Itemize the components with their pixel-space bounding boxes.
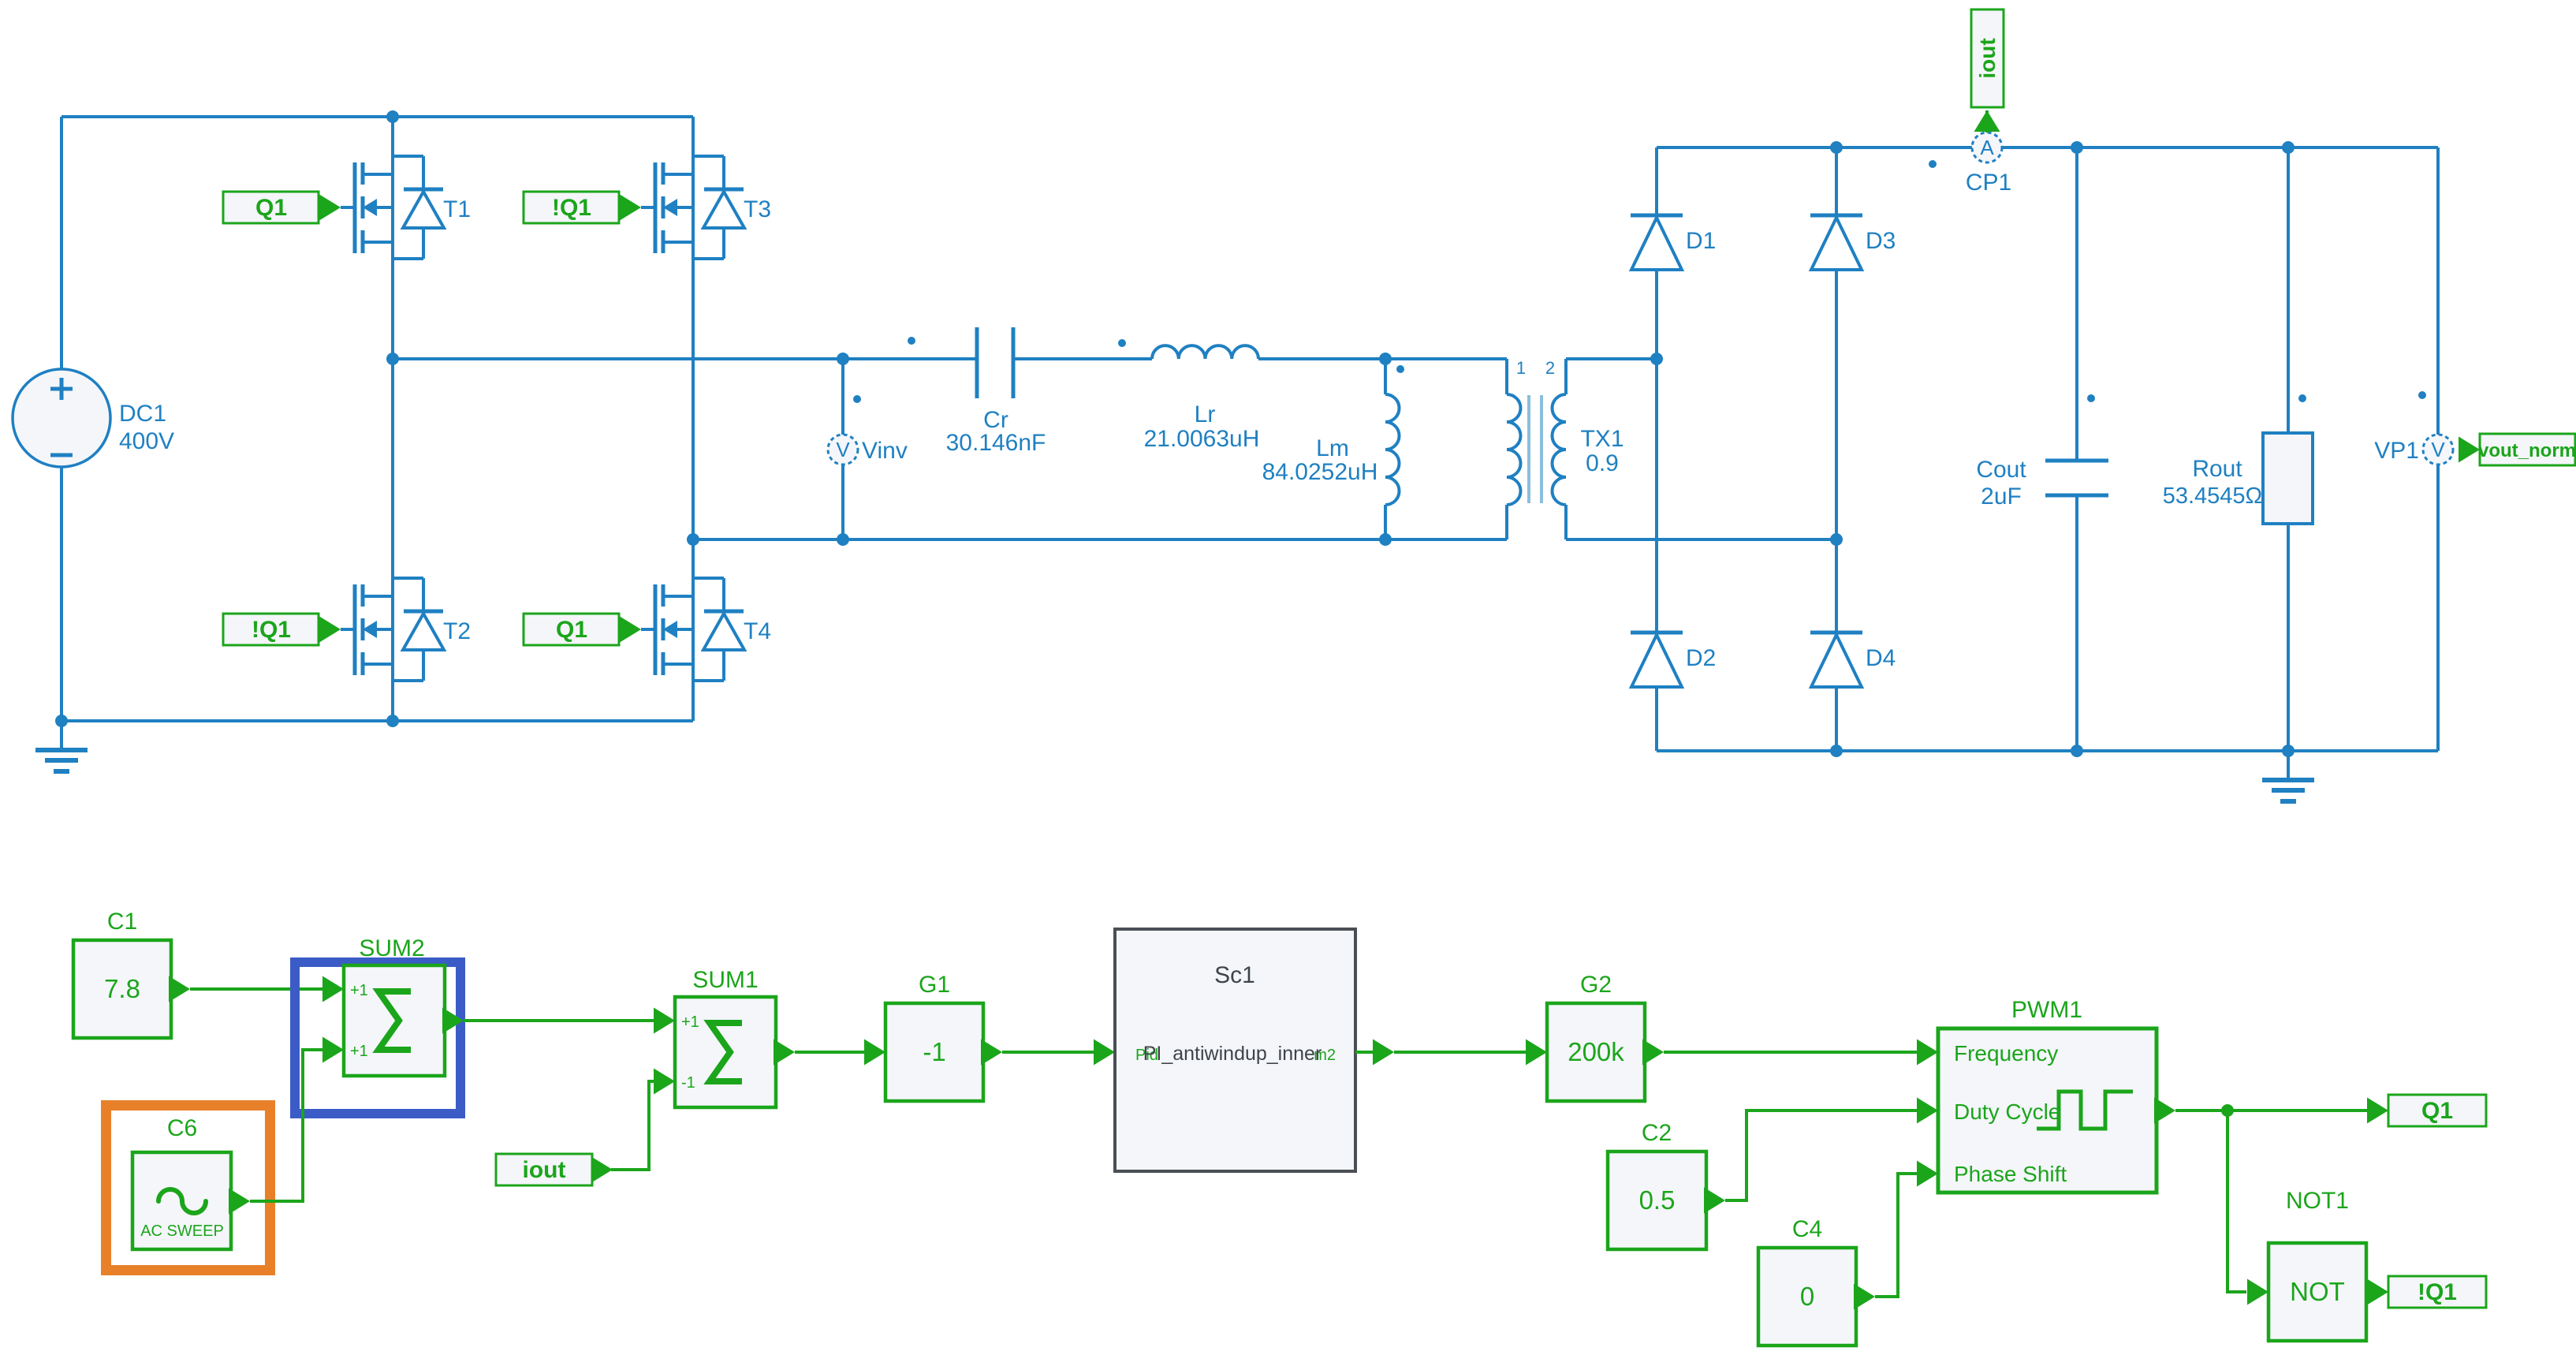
svg-text:TX1: TX1 bbox=[1580, 426, 1624, 452]
svg-text:Q1: Q1 bbox=[2421, 1098, 2453, 1124]
svg-text:G2: G2 bbox=[1580, 972, 1612, 998]
svg-text:0.5: 0.5 bbox=[1639, 1185, 1676, 1215]
svg-text:Cr: Cr bbox=[983, 407, 1008, 433]
svg-text:+1: +1 bbox=[350, 982, 368, 999]
svg-text:+1: +1 bbox=[350, 1043, 368, 1060]
svg-text:D1: D1 bbox=[1686, 228, 1716, 254]
svg-text:400V: 400V bbox=[119, 428, 174, 454]
svg-text:G1: G1 bbox=[919, 972, 950, 998]
svg-text:C2: C2 bbox=[1642, 1120, 1672, 1146]
svg-text:Lr: Lr bbox=[1195, 401, 1216, 427]
svg-text:Sc1: Sc1 bbox=[1214, 962, 1255, 988]
svg-text:NOT1: NOT1 bbox=[2286, 1188, 2349, 1214]
svg-text:1: 1 bbox=[1516, 358, 1526, 378]
svg-text:2uF: 2uF bbox=[1981, 483, 2022, 510]
svg-text:iout: iout bbox=[1975, 38, 2000, 78]
svg-text:0: 0 bbox=[1800, 1282, 1814, 1311]
svg-text:Phase Shift: Phase Shift bbox=[1954, 1162, 2067, 1186]
svg-text:C6: C6 bbox=[167, 1115, 197, 1141]
svg-text:m2: m2 bbox=[1314, 1047, 1336, 1064]
svg-text:Duty Cycle: Duty Cycle bbox=[1954, 1099, 2060, 1124]
svg-text:Pid: Pid bbox=[1135, 1047, 1158, 1064]
svg-text:T2: T2 bbox=[443, 618, 471, 644]
svg-text:PWM1: PWM1 bbox=[2011, 997, 2082, 1023]
svg-text:200k: 200k bbox=[1568, 1037, 1624, 1066]
svg-text:iout: iout bbox=[523, 1157, 566, 1183]
svg-text:CP1: CP1 bbox=[1966, 170, 2011, 196]
svg-text:D4: D4 bbox=[1866, 645, 1896, 671]
svg-text:Cout: Cout bbox=[1976, 457, 2026, 483]
svg-text:Q1: Q1 bbox=[255, 195, 287, 221]
svg-text:vout_norm: vout_norm bbox=[2478, 440, 2576, 461]
svg-text:7.8: 7.8 bbox=[104, 974, 140, 1003]
svg-text:Q1: Q1 bbox=[556, 617, 587, 643]
svg-text:A: A bbox=[1980, 136, 1994, 159]
svg-text:D3: D3 bbox=[1866, 228, 1896, 254]
svg-text:Vinv: Vinv bbox=[862, 438, 908, 464]
svg-text:C4: C4 bbox=[1792, 1216, 1822, 1242]
svg-text:21.0063uH: 21.0063uH bbox=[1144, 426, 1260, 452]
svg-text:-1: -1 bbox=[681, 1074, 695, 1092]
svg-text:84.0252uH: 84.0252uH bbox=[1262, 459, 1378, 485]
svg-text:!Q1: !Q1 bbox=[552, 195, 591, 221]
svg-text:SUM1: SUM1 bbox=[692, 967, 758, 993]
svg-text:Frequency: Frequency bbox=[1954, 1041, 2058, 1066]
svg-text:+1: +1 bbox=[681, 1013, 699, 1031]
svg-text:53.4545Ω: 53.4545Ω bbox=[2163, 483, 2263, 509]
svg-text:!Q1: !Q1 bbox=[252, 617, 291, 643]
svg-text:Rout: Rout bbox=[2192, 456, 2242, 482]
svg-text:T4: T4 bbox=[744, 618, 771, 644]
svg-text:DC1: DC1 bbox=[119, 401, 166, 427]
svg-text:!Q1: !Q1 bbox=[2418, 1279, 2457, 1305]
svg-text:AC SWEEP: AC SWEEP bbox=[140, 1222, 224, 1240]
svg-text:V: V bbox=[836, 438, 850, 461]
svg-text:C1: C1 bbox=[107, 909, 137, 935]
svg-text:Lm: Lm bbox=[1316, 435, 1349, 461]
svg-text:T1: T1 bbox=[443, 196, 471, 222]
svg-text:VP1: VP1 bbox=[2374, 438, 2419, 464]
svg-text:2: 2 bbox=[1545, 358, 1555, 378]
svg-text:D2: D2 bbox=[1686, 645, 1716, 671]
svg-text:30.146nF: 30.146nF bbox=[946, 430, 1046, 456]
svg-text:-1: -1 bbox=[923, 1037, 945, 1066]
svg-text:0.9: 0.9 bbox=[1586, 450, 1619, 476]
svg-text:PI_antiwindup_inner: PI_antiwindup_inner bbox=[1143, 1043, 1322, 1065]
svg-text:V: V bbox=[2431, 438, 2445, 461]
svg-text:T3: T3 bbox=[744, 196, 771, 222]
svg-text:NOT: NOT bbox=[2290, 1277, 2345, 1306]
svg-text:SUM2: SUM2 bbox=[359, 935, 424, 961]
